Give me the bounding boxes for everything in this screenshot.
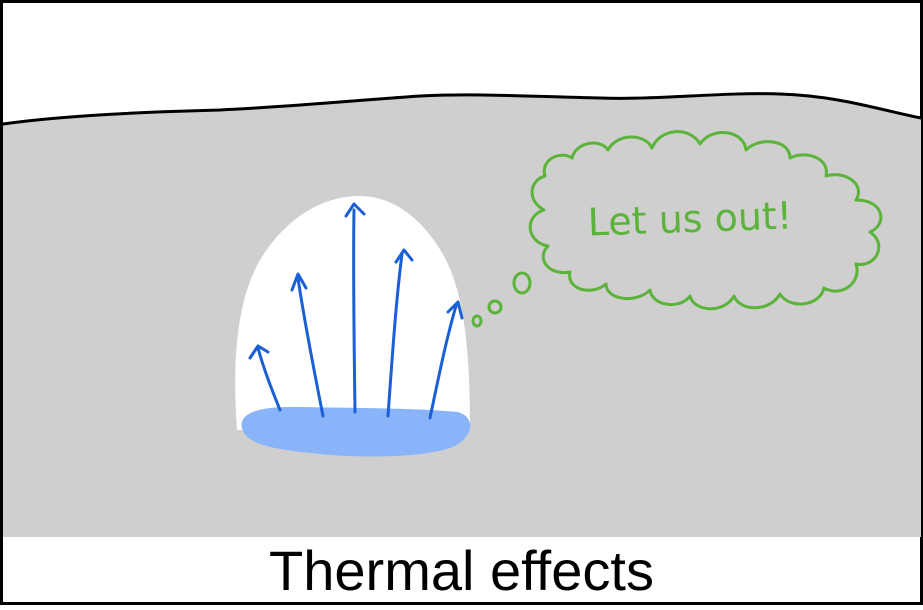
arrow-2-icon (290, 272, 325, 418)
thought-bubble-text: Let us out! (587, 193, 793, 244)
thought-bubble (528, 130, 883, 311)
arrow-5-icon (428, 300, 464, 420)
arrow-1-icon (248, 344, 282, 412)
ground-surface-line (1, 92, 923, 126)
trail-dot-small (471, 314, 483, 328)
upward-arrows (248, 202, 464, 420)
arrow-3-icon (344, 202, 366, 414)
trail-dot-medium (487, 299, 503, 315)
liquid-pool (241, 406, 471, 457)
trail-dot-large (512, 271, 532, 295)
caption: Thermal effects (269, 538, 654, 602)
arrow-4-icon (386, 248, 414, 418)
thought-trail (471, 271, 532, 328)
